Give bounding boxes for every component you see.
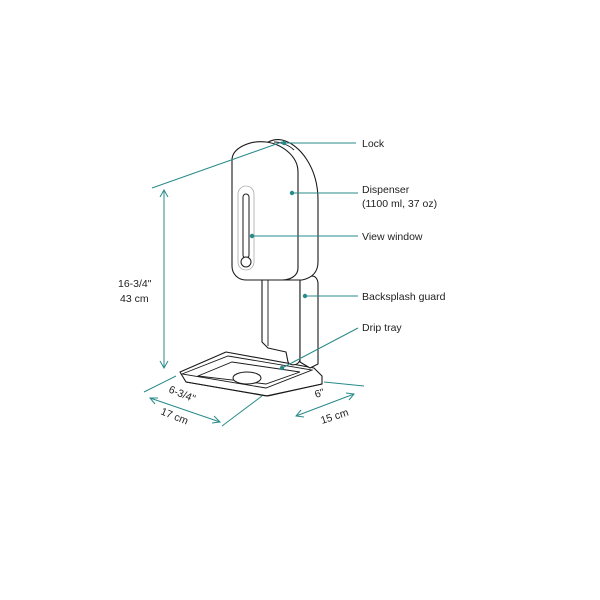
width-arrow-right: [345, 392, 355, 401]
view-window-ring: [237, 185, 255, 271]
drip-tray-label: Drip tray: [362, 322, 402, 334]
dimension-lines: [143, 141, 365, 427]
height-metric-label: 43 cm: [120, 293, 149, 305]
dispenser-dot: [289, 190, 295, 196]
view-window-slot: [242, 193, 250, 259]
depth-arrow-right: [211, 415, 222, 424]
dispenser-label: Dispenser: [362, 184, 410, 196]
height-arrow-bottom: [159, 360, 169, 370]
dispenser-drawing: [179, 139, 323, 397]
height-arrow-top: [159, 188, 169, 198]
base-edge: [185, 381, 323, 397]
backsplash-guard-label: Backsplash guard: [362, 291, 446, 303]
view-window-dot: [249, 233, 255, 239]
backsplash-dot: [302, 293, 308, 299]
lock-label: Lock: [362, 138, 385, 150]
depth-extension-left: [143, 375, 177, 393]
width-arrow-left: [295, 409, 305, 418]
callout-dots: [249, 140, 308, 371]
backsplash-side: [299, 275, 319, 369]
width-metric-label: 15 cm: [319, 407, 350, 427]
depth-imperial-label: 6-3/4": [167, 384, 197, 406]
callout-leaders: [252, 142, 359, 369]
depth-dimension-line: [149, 397, 221, 423]
drip-tray-leader: [281, 327, 359, 369]
drip-tray-drain: [232, 371, 262, 385]
depth-extension-right: [221, 395, 263, 427]
depth-metric-label: 17 cm: [159, 406, 190, 428]
dispenser-capacity-label: (1100 ml, 37 oz): [362, 198, 437, 210]
width-extension-right: [323, 381, 365, 387]
height-top-extension: [151, 141, 283, 189]
width-imperial-label: 6": [313, 386, 326, 400]
base-top: [180, 355, 314, 389]
height-imperial-label: 16-3/4": [118, 278, 152, 290]
width-dimension-line: [295, 393, 355, 417]
view-window-bulb: [240, 256, 252, 268]
drip-tray-dot: [279, 365, 285, 371]
view-window-label: View window: [362, 231, 423, 243]
depth-arrow-left: [148, 397, 158, 405]
lock-dot: [281, 140, 287, 146]
